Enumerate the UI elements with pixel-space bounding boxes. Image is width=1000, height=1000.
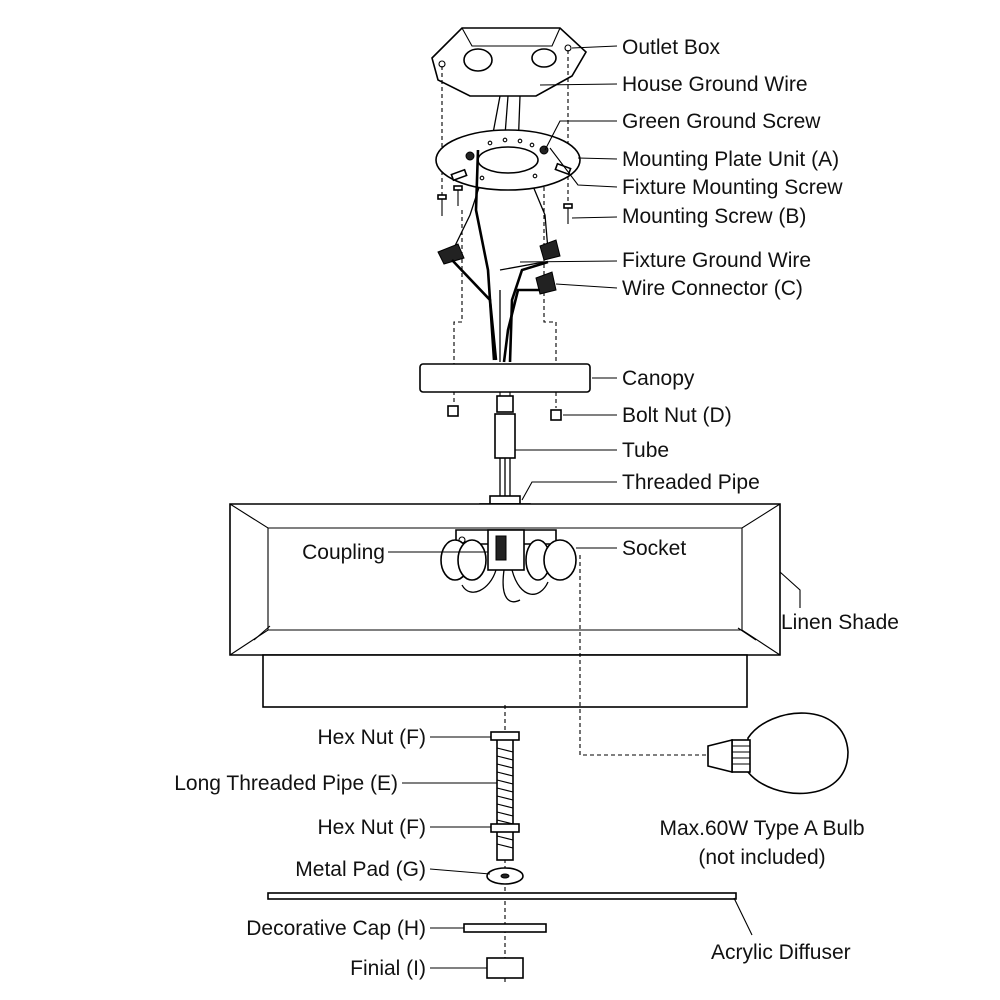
outlet-box <box>431 27 588 97</box>
long-threaded-pipe <box>496 733 514 861</box>
leader-lines <box>388 45 801 969</box>
label-hex-nut-top: Hex Nut (F) <box>317 726 426 749</box>
label-metal-pad: Metal Pad (G) <box>295 858 426 881</box>
mounting-screw-left <box>437 194 447 216</box>
label-bulb-line1: Max.60W Type A Bulb <box>659 817 864 840</box>
bulb-path <box>579 555 706 756</box>
wire-connector-left <box>437 243 465 265</box>
fixture-mounting-screw-left <box>453 185 463 206</box>
label-house-ground-wire: House Ground Wire <box>622 73 808 96</box>
label-acrylic-diffuser: Acrylic Diffuser <box>711 941 851 964</box>
metal-pad <box>486 867 524 885</box>
label-linen-shade: Linen Shade <box>781 611 899 634</box>
socket-cluster <box>440 529 577 603</box>
label-tube: Tube <box>622 439 669 462</box>
label-decorative-cap: Decorative Cap (H) <box>246 917 426 940</box>
label-mounting-screw: Mounting Screw (B) <box>622 205 806 228</box>
label-finial: Finial (I) <box>350 957 426 980</box>
label-fixture-ground-wire: Fixture Ground Wire <box>622 249 811 272</box>
label-threaded-pipe: Threaded Pipe <box>622 471 760 494</box>
label-bulb-line2: (not included) <box>698 846 825 869</box>
fixture-wires <box>451 149 549 363</box>
hex-nut-top <box>490 731 520 741</box>
label-coupling: Coupling <box>302 541 385 564</box>
label-outlet-box: Outlet Box <box>622 36 721 59</box>
light-bulb <box>707 712 849 795</box>
mounting-screw-right <box>563 203 573 224</box>
tube <box>494 413 516 500</box>
label-long-threaded-pipe: Long Threaded Pipe (E) <box>174 772 398 795</box>
label-hex-nut-bottom: Hex Nut (F) <box>317 816 426 839</box>
canopy <box>419 363 591 393</box>
acrylic-diffuser <box>267 892 737 900</box>
wire-connector-upper-right <box>539 239 561 261</box>
bolt-nut-right <box>550 409 562 421</box>
label-mounting-plate-unit: Mounting Plate Unit (A) <box>622 148 839 171</box>
wire-connector-lower-right <box>535 271 557 295</box>
label-wire-connector: Wire Connector (C) <box>622 277 803 300</box>
canopy-stem <box>496 392 514 413</box>
label-bolt-nut: Bolt Nut (D) <box>622 404 732 427</box>
label-socket: Socket <box>622 537 686 560</box>
label-green-ground-screw: Green Ground Screw <box>622 110 821 133</box>
label-fixture-mounting-screw: Fixture Mounting Screw <box>622 176 843 199</box>
decorative-cap <box>463 923 547 933</box>
bolt-nut-left <box>447 405 459 417</box>
hex-nut-bottom <box>490 823 520 833</box>
label-canopy: Canopy <box>622 367 695 390</box>
finial <box>486 957 524 979</box>
